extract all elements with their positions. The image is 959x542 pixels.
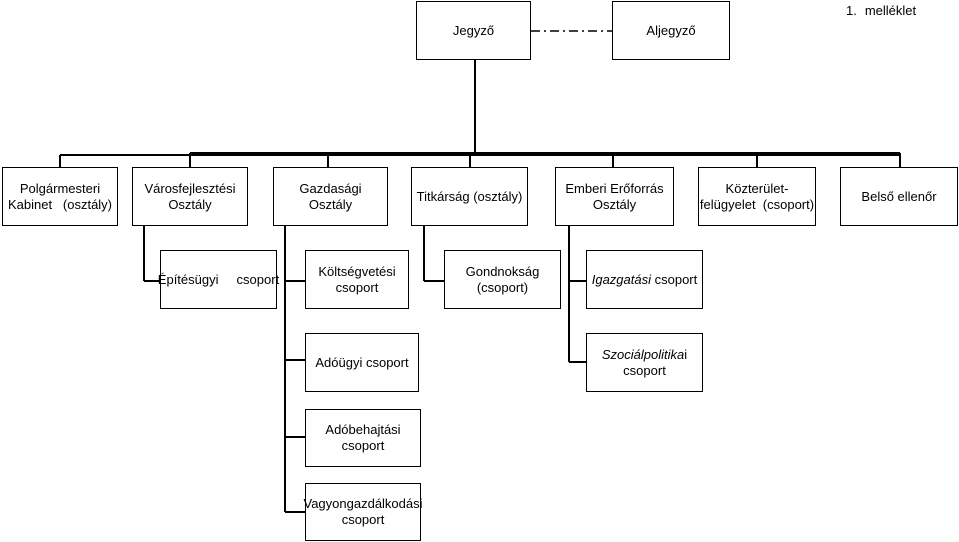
kozterulet-line1: Közterület- [725,180,789,196]
igazgatasi-box: Igazgatási csoport [586,250,703,309]
polgarmesteri-line2: Kabinet (osztály) [7,196,113,212]
gazdasagi-line2: Osztály [308,196,353,212]
annex-text: melléklet [864,3,917,18]
vagyongazdalkodasi-line2: csoport [341,512,385,527]
annex-label: 1. melléklet [846,3,916,19]
titkarsag-label: Titkárság (osztály) [416,188,523,204]
epitesugyi-label: Építésügyi csoport [157,271,280,287]
gondnoksag-line1: Gondnokság [465,263,540,279]
varosfejlesztesi-line2: Osztály [168,196,212,212]
igazgatasi-rest: csoport [651,271,698,287]
emberi-line2: Osztály [592,196,637,212]
titkarsag-box: Titkárság (osztály) [411,167,528,226]
koltsegvetesi-line2: csoport [335,279,379,295]
jegyzo-box: Jegyző [416,1,531,60]
gondnoksag-box: Gondnokság(csoport) [444,250,561,309]
kozterulet-line2: felügyelet (csoport) [699,196,815,212]
varosfejlesztesi-line1: Városfejlesztési [144,180,236,196]
belso-label: Belső ellenőr [861,188,937,204]
adougyi-label: Adóügyi csoport [315,354,409,370]
adougyi-box: Adóügyi csoport [305,333,419,392]
adobehajtasi-line1: Adóbehajtási [325,422,401,437]
belso-ellenor-box: Belső ellenőr [840,167,958,226]
szocialpolitika-italic: Szociálpolitika [601,346,685,362]
epitesugyi-box: Építésügyi csoport [157,250,280,309]
szocialpolitikai-box: Szociálpolitikai csoport [586,333,703,392]
annex-number: 1. [846,3,857,18]
aljegyzo-box: Aljegyző [612,1,730,60]
polgarmesteri-line1: Polgármesteri [19,180,101,196]
gondnoksag-line2: (csoport) [476,279,529,295]
jegyzo-label: Jegyző [452,22,495,38]
emberi-line1: Emberi Erőforrás [565,180,664,196]
gazdasagi-line1: Gazdasági [299,180,362,196]
aljegyzo-label: Aljegyző [646,22,696,38]
szocialpolitika-rest: i [684,346,688,362]
koltsegvetesi-line1: Költségvetési [318,263,396,279]
adobehajtasi-line2: csoport [341,438,385,453]
igazgatasi-italic: Igazgatási [591,271,651,287]
szocialpolitika-line2: csoport [623,362,666,378]
vagyongazdalkodasi-line1: Vagyongazdálkodási [303,496,423,511]
kozterulet-box: Közterület-felügyelet (csoport) [698,167,816,226]
